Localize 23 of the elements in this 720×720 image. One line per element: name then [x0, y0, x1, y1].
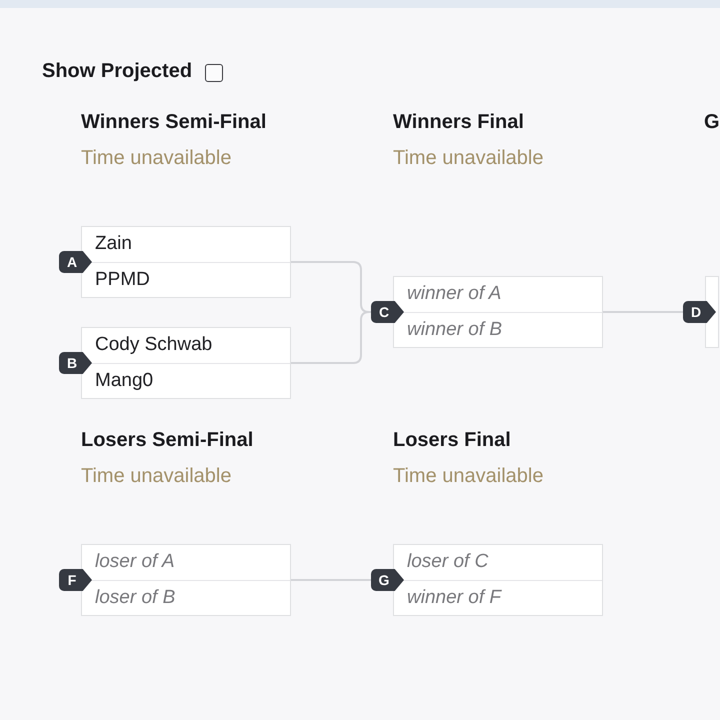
- player-name: Zain: [95, 234, 132, 255]
- round-heading: Losers Final: [393, 429, 511, 452]
- placeholder-text: loser of C: [407, 552, 488, 573]
- round-heading: Winners Semi-Final: [81, 111, 266, 134]
- placeholder-text: winner of A: [407, 284, 502, 305]
- round-heading: Losers Semi-Final: [81, 429, 254, 452]
- round-time-text: Time unavailable: [393, 147, 544, 170]
- connector-line: [291, 311, 371, 364]
- round-time-text: Time unavailable: [81, 147, 232, 170]
- player-name: Cody Schwab: [95, 335, 212, 356]
- round-time-text: Time unavailable: [393, 465, 544, 488]
- round-time-text: Time unavailable: [81, 465, 232, 488]
- placeholder-text: loser of A: [95, 552, 175, 573]
- placeholder-text: loser of B: [95, 588, 176, 609]
- placeholder-text: winner of B: [407, 320, 502, 341]
- round-heading: Winners Final: [393, 111, 524, 134]
- round-heading: G: [704, 111, 720, 134]
- player-name: Mang0: [95, 371, 154, 392]
- checkbox-label: Show Projected: [42, 60, 192, 83]
- placeholder-text: winner of F: [407, 588, 501, 609]
- player-name: PPMD: [95, 270, 150, 291]
- connector-line: [603, 311, 683, 313]
- connector-line: [291, 579, 371, 581]
